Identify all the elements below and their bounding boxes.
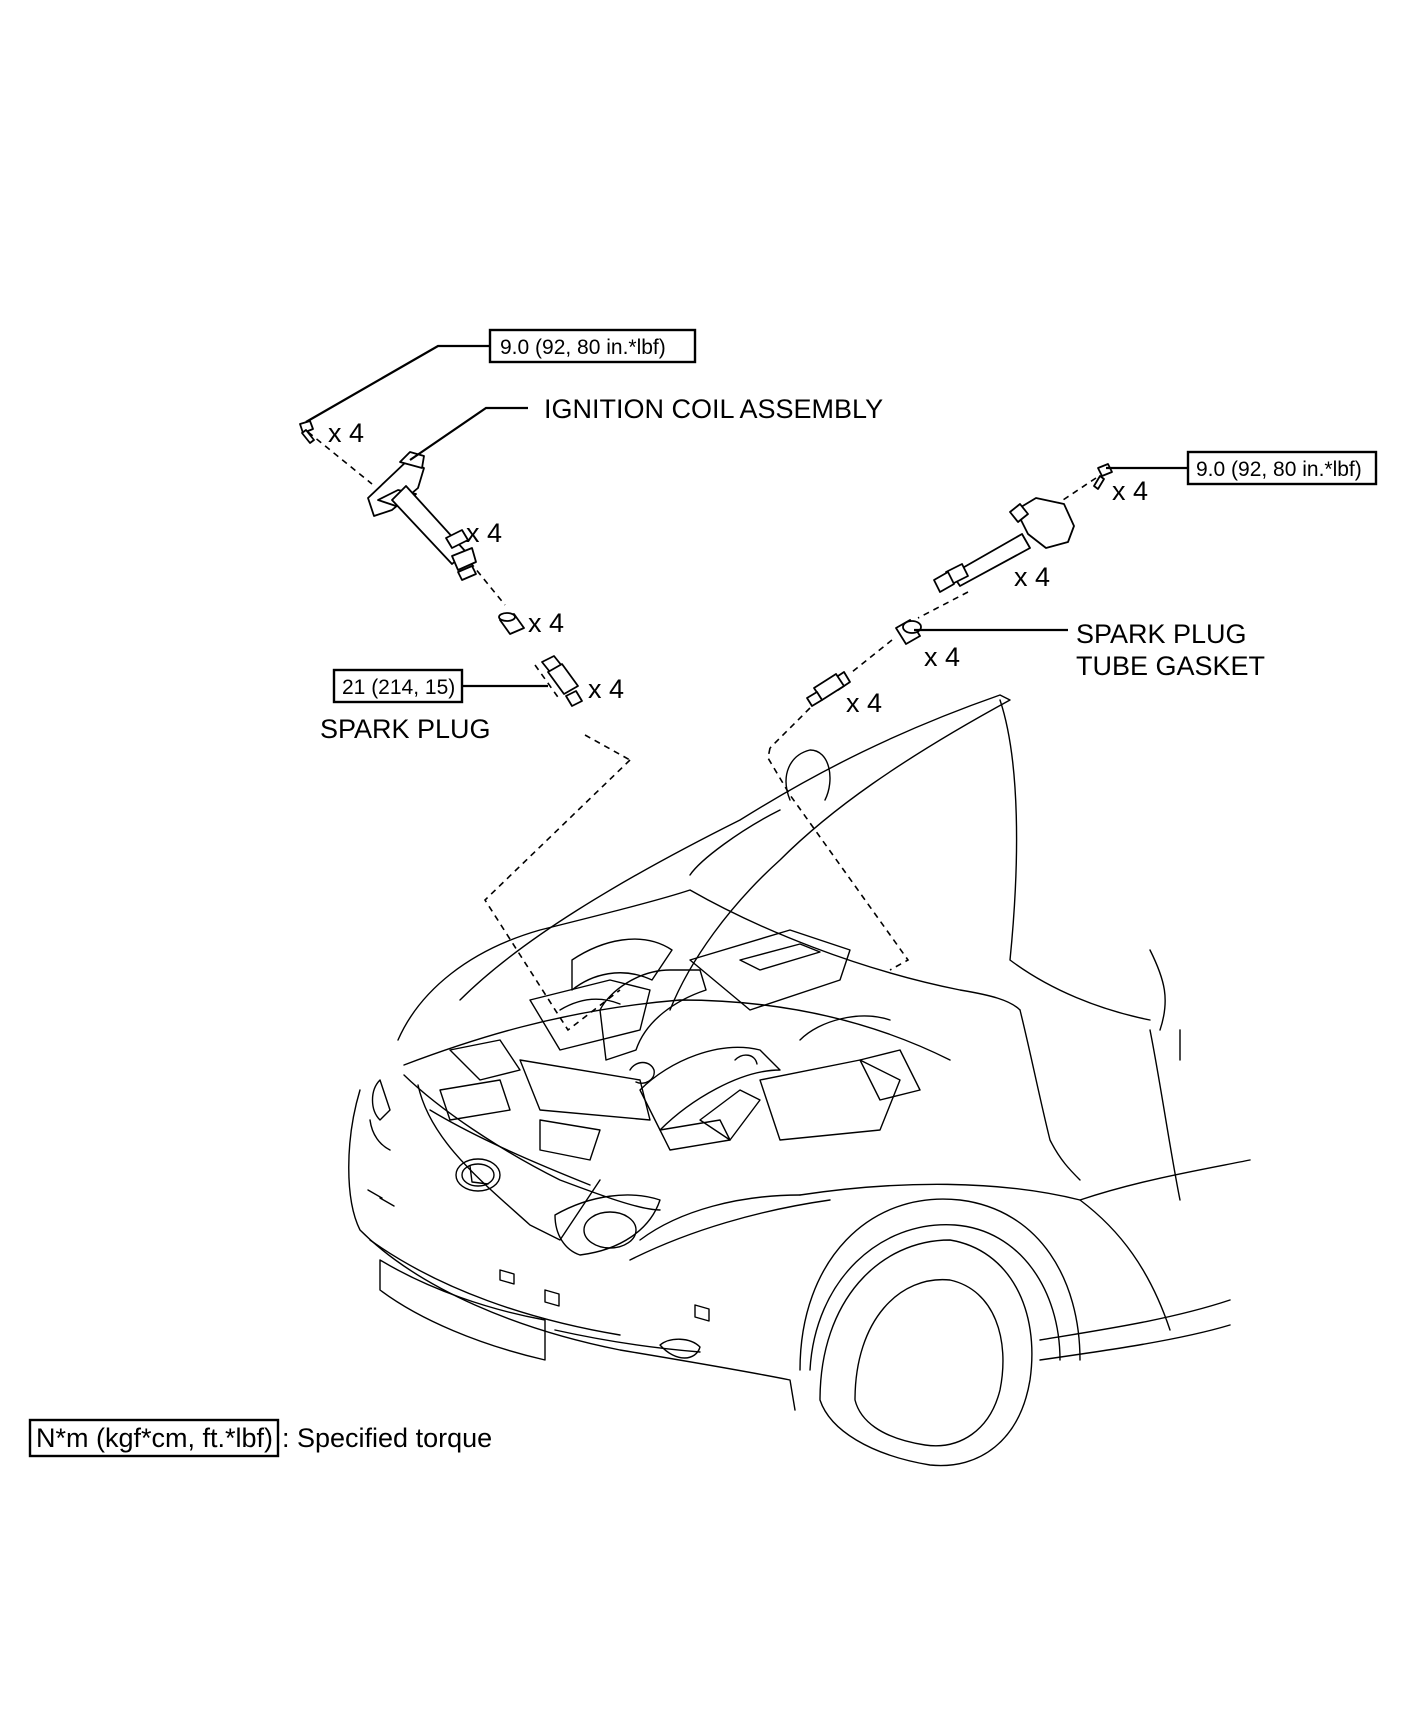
engine-bay-outline [397,889,1021,1041]
tube-gasket-label-line1: SPARK PLUG [1076,619,1247,649]
front-fender [799,1183,1171,1331]
torque-value-left-bolt: 9.0 (92, 80 in.*lbf) [500,336,666,359]
right-spark-plug-icon [806,671,851,707]
left-bolt-leader [305,344,490,423]
tube-gasket-label-line2: TUBE GASKET [1076,651,1265,681]
headlight [554,1194,831,1261]
qty-right-plug: x 4 [846,688,882,718]
windshield-outline [999,699,1151,1021]
qty-right-coil: x 4 [1014,562,1050,592]
vehicle-illustration [348,694,1251,1467]
qty-left-bolt: x 4 [328,418,364,448]
wheel-arch [799,1198,1081,1371]
qty-right-gasket: x 4 [924,642,960,672]
ignition-coil-label: IGNITION COIL ASSEMBLY [544,394,883,424]
legend-torque-unit: N*m (kgf*cm, ft.*lbf) [36,1423,273,1453]
left-tube-gasket-icon [498,612,525,635]
right-exploded-assembly [769,463,1188,749]
left-ignition-coil-icon [367,451,477,581]
left-zoom-frame [483,759,631,1032]
qty-left-coil: x 4 [466,518,502,548]
front-wheel [819,1239,1033,1467]
qty-left-gasket: x 4 [528,608,564,638]
right-zoom-frame [767,747,910,971]
ignition-coil-leader [409,406,528,461]
right-tube-gasket-icon [895,619,922,645]
qty-left-plug: x 4 [588,674,624,704]
hood-outline [459,694,1011,1011]
torque-legend: N*m (kgf*cm, ft.*lbf) : Specified torque [28,1418,492,1458]
left-assembly-dashed-line [307,431,631,761]
left-exploded-assembly [299,344,631,761]
emblem-logo [455,1158,501,1192]
front-bumper [348,1089,796,1411]
torque-box-left-bolt: 9.0 (92, 80 in.*lbf) [488,328,697,364]
left-spark-plug-icon [541,655,583,707]
torque-box-right-bolt: 9.0 (92, 80 in.*lbf) [1186,450,1378,486]
torque-value-right-bolt: 9.0 (92, 80 in.*lbf) [1196,458,1362,481]
right-bolt-icon [1093,463,1113,490]
qty-right-bolt: x 4 [1112,476,1148,506]
right-ignition-coil-icon [933,497,1075,593]
torque-box-spark-plug: 21 (214, 15) [332,668,464,704]
spark-plug-label: SPARK PLUG [320,714,491,744]
legend-description: : Specified torque [282,1423,492,1453]
torque-value-spark-plug: 21 (214, 15) [342,676,455,699]
left-bolt-icon [299,420,315,444]
engine-components [439,929,921,1161]
grille-frame [403,1074,661,1211]
